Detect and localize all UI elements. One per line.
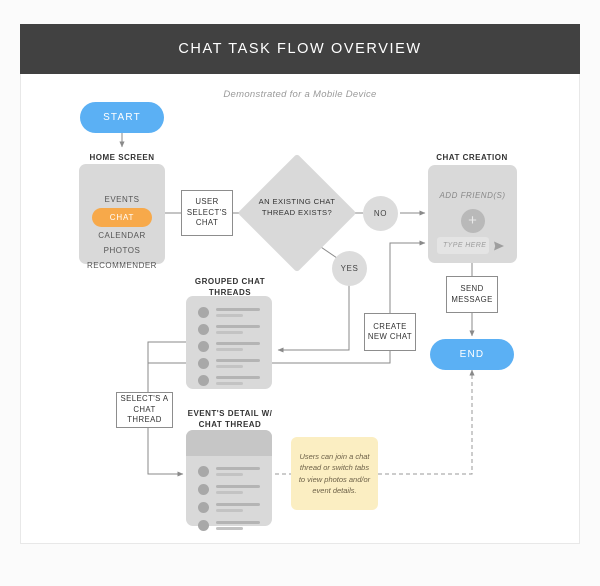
- line-group: [216, 503, 260, 512]
- home-item-events[interactable]: EVENTS: [104, 195, 140, 204]
- avatar: [198, 502, 209, 513]
- send-message-box[interactable]: SEND MESSAGE: [446, 276, 498, 313]
- line-group: [216, 308, 260, 317]
- list-item[interactable]: [198, 358, 260, 369]
- line-group: [216, 485, 260, 494]
- event-detail-caption: EVENT'S DETAIL W/ CHAT THREAD: [187, 409, 273, 429]
- line-group: [216, 359, 260, 368]
- add-friends-label: ADD FRIEND(S): [439, 191, 506, 200]
- avatar: [198, 520, 209, 531]
- no-branch-label: NO: [373, 209, 388, 218]
- avatar: [198, 324, 209, 335]
- yes-branch-label: YES: [340, 264, 359, 273]
- grouped-chat-threads-panel[interactable]: [186, 296, 272, 389]
- list-item[interactable]: [198, 307, 260, 318]
- list-item[interactable]: [198, 484, 260, 495]
- home-item-calendar[interactable]: CALENDAR: [98, 231, 146, 240]
- avatar: [198, 375, 209, 386]
- list-item[interactable]: [198, 520, 260, 531]
- start-node[interactable]: START: [80, 102, 164, 133]
- list-item[interactable]: [198, 466, 260, 477]
- home-screen-panel[interactable]: EVENTS CHAT CALENDAR PHOTOS RECOMMENDER: [79, 164, 165, 270]
- chat-creation-panel[interactable]: ADD FRIEND(S) + TYPE HERE: [428, 165, 517, 263]
- note-callout: Users can join a chat thread or switch t…: [291, 437, 378, 510]
- page-title: CHAT TASK FLOW OVERVIEW: [178, 41, 422, 57]
- create-new-chat-label: CREATE NEW CHAT: [367, 321, 413, 342]
- send-message-label: SEND MESSAGE: [451, 284, 493, 304]
- chat-input-row: TYPE HERE: [437, 237, 508, 254]
- line-group: [216, 325, 260, 334]
- plus-icon[interactable]: +: [460, 209, 485, 233]
- avatar: [198, 307, 209, 318]
- start-label: START: [103, 112, 141, 123]
- home-screen-caption: HOME SCREEN: [89, 153, 155, 162]
- yes-branch-node[interactable]: YES: [332, 251, 367, 286]
- title-bar: CHAT TASK FLOW OVERVIEW: [20, 24, 580, 74]
- note-text: Users can join a chat thread or switch t…: [298, 451, 371, 496]
- decision-label: AN EXISTING CHAT THREAD EXISTS?: [258, 197, 336, 217]
- avatar: [198, 341, 209, 352]
- avatar: [198, 358, 209, 369]
- selects-a-chat-thread-box[interactable]: SELECT'S A CHAT THREAD: [116, 392, 173, 428]
- line-group: [216, 342, 260, 351]
- home-item-photos[interactable]: PHOTOS: [103, 246, 141, 255]
- list-item[interactable]: [198, 341, 260, 352]
- list-item[interactable]: [198, 375, 260, 386]
- grouped-threads-caption: GROUPED CHAT THREADS: [194, 277, 266, 297]
- user-selects-chat-label: USER SELECT'S CHAT: [186, 197, 228, 228]
- selects-a-chat-thread-label: SELECT'S A CHAT THREAD: [120, 394, 169, 425]
- end-label: END: [459, 349, 485, 360]
- no-branch-node[interactable]: NO: [363, 196, 398, 231]
- end-node[interactable]: END: [430, 339, 514, 370]
- send-paper-plane-icon[interactable]: [489, 240, 508, 252]
- line-group: [216, 521, 260, 530]
- line-group: [216, 376, 260, 385]
- user-selects-chat-box[interactable]: USER SELECT'S CHAT: [181, 190, 233, 236]
- list-item[interactable]: [198, 502, 260, 513]
- chat-creation-caption: CHAT CREATION: [436, 153, 508, 162]
- subtitle: Demonstrated for a Mobile Device: [223, 89, 377, 100]
- home-item-recommender[interactable]: RECOMMENDER: [87, 261, 157, 270]
- avatar: [198, 466, 209, 477]
- home-screen-menu: EVENTS CHAT CALENDAR PHOTOS RECOMMENDER: [79, 192, 165, 273]
- line-group: [216, 467, 260, 476]
- create-new-chat-box[interactable]: CREATE NEW CHAT: [364, 313, 416, 351]
- chat-message-input[interactable]: TYPE HERE: [437, 237, 489, 254]
- avatar: [198, 484, 209, 495]
- event-detail-panel[interactable]: [186, 430, 272, 531]
- panel-header-band: [186, 430, 272, 456]
- list-item[interactable]: [198, 324, 260, 335]
- home-item-chat[interactable]: CHAT: [91, 208, 153, 227]
